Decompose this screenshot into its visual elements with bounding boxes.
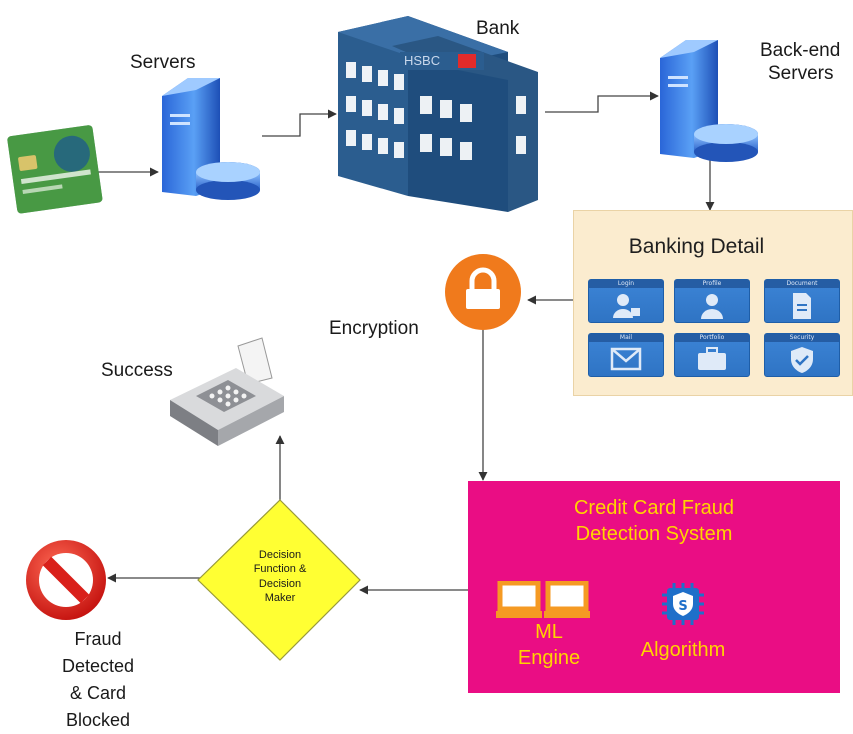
credit-card-icon (7, 125, 103, 214)
connectors (98, 91, 715, 595)
tile-security: Security (764, 333, 840, 377)
ml-engine-laptops-icon (496, 581, 590, 618)
tile-profile: Profile (674, 279, 750, 323)
backend-servers-label: Back-end Servers (760, 40, 853, 86)
decision-line4: Maker (264, 591, 296, 604)
algorithm-label: Algorithm (640, 639, 726, 661)
algorithm-chip-icon: S (662, 583, 704, 625)
ml-engine-line1: ML (535, 621, 563, 643)
tile-document-caption: Document (765, 280, 839, 288)
decision-line1: Decision (258, 549, 302, 561)
tile-portfolio-caption: Portfolio (675, 334, 749, 342)
bank-logo-mark (458, 54, 476, 68)
decision-line3: Decision (258, 577, 302, 590)
ml-engine-label: ML Engine (504, 619, 594, 671)
tile-portfolio: Portfolio (674, 333, 750, 377)
bank-label: Bank (476, 18, 520, 39)
tile-security-caption: Security (765, 334, 839, 342)
fraud-detected-line4: Blocked (65, 710, 131, 730)
bank-to-backend-arrow (545, 91, 659, 113)
tile-document: Document (764, 279, 840, 323)
tile-profile-caption: Profile (675, 280, 749, 288)
user-lock-icon (613, 294, 640, 318)
backend-servers-line2: Servers (768, 62, 834, 84)
fraud-system-title-line2: Detection System (575, 523, 733, 545)
decision-diamond (197, 499, 361, 661)
document-icon (793, 293, 811, 319)
servers-label: Servers (130, 52, 196, 73)
fraud-detection-system-box: Credit Card Fraud Detection System ML En… (468, 481, 840, 693)
backend-servers-icon (660, 40, 758, 162)
fraud-detected-line2: Detected (61, 656, 135, 676)
stop-sign-icon (26, 540, 106, 620)
bank-building-icon (338, 16, 538, 212)
tile-mail-caption: Mail (589, 334, 663, 342)
ml-engine-line2: Engine (517, 647, 581, 669)
fraud-detected-line1: Fraud (74, 629, 122, 649)
banking-detail-panel: Banking Detail Login Profile Document Ma… (573, 210, 853, 396)
bank-sign-label: HSBC (404, 53, 441, 68)
decision-line2: Function & (253, 563, 307, 576)
fraud-system-title-line1: Credit Card Fraud (573, 497, 735, 519)
tile-mail: Mail (588, 333, 664, 377)
servers-icon (162, 78, 260, 200)
tile-login: Login (588, 279, 664, 323)
shield-check-icon (791, 347, 813, 373)
tile-login-caption: Login (589, 280, 663, 288)
decision-label: Decision Function & Decision Maker (232, 548, 328, 605)
user-icon (701, 294, 723, 319)
success-label: Success (101, 360, 173, 381)
briefcase-icon (698, 347, 726, 370)
fraud-detected-line3: & Card (69, 683, 127, 703)
banking-detail-title: Banking Detail (628, 235, 765, 258)
encryption-label: Encryption (329, 318, 419, 339)
svg-text:S: S (678, 599, 687, 614)
servers-to-bank-arrow (262, 109, 337, 137)
fraud-detected-label: Fraud Detected & Card Blocked (38, 626, 158, 734)
backend-servers-line1: Back-end (760, 40, 841, 61)
payment-terminal-icon (170, 337, 284, 446)
mail-icon (610, 347, 642, 371)
encryption-lock-icon (445, 254, 521, 330)
fraud-system-title: Credit Card Fraud Detection System (468, 495, 840, 547)
